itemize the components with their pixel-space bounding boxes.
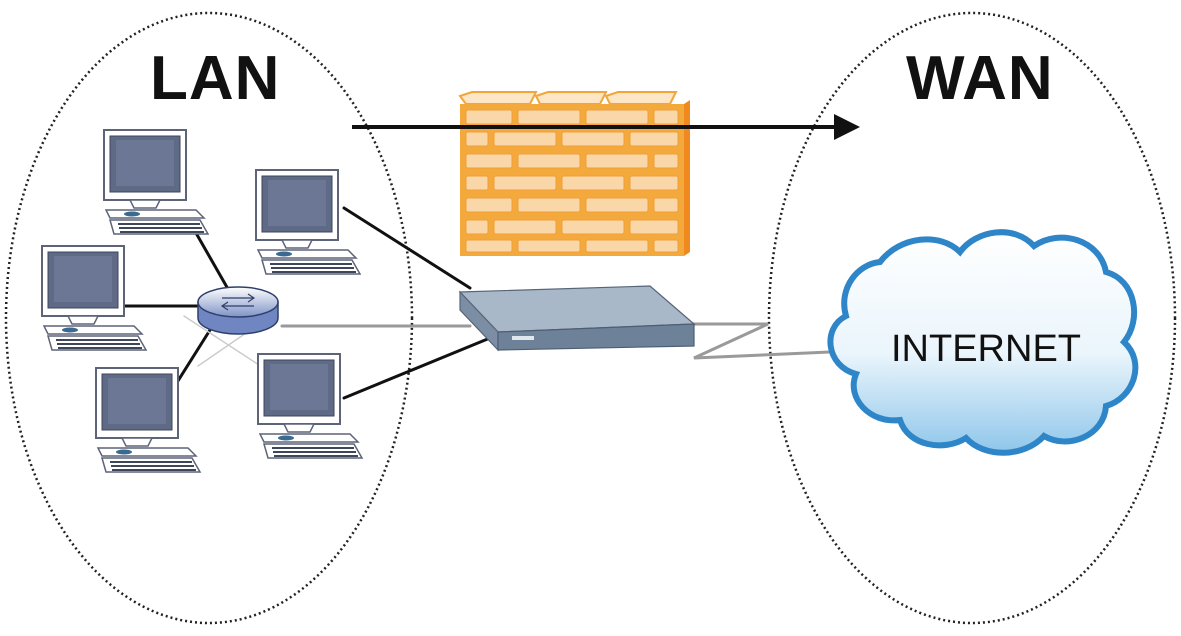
cloud-icon [827, 229, 1139, 456]
router-icon [458, 285, 696, 352]
link-pc5-router [342, 336, 492, 400]
lan-computer-3-icon [95, 367, 201, 473]
wan-zone-outline [767, 11, 1177, 625]
lan-computer-2-icon [41, 245, 147, 351]
link-pc4-router [342, 206, 472, 290]
link-router-internet [692, 322, 832, 360]
lan-zone-label: LAN [150, 44, 281, 113]
lan-zone-outline [4, 11, 414, 625]
traffic-direction-arrow [352, 114, 860, 140]
lan-computer-4-icon [255, 169, 361, 275]
lan-computer-5-icon [257, 353, 363, 459]
network-links [122, 206, 832, 400]
link-hub-pc1 [190, 224, 234, 298]
link-hub-pc3 [174, 328, 212, 386]
wan-zone-label: WAN [906, 44, 1054, 113]
internet-label: INTERNET [891, 328, 1081, 370]
hub-icon [197, 286, 279, 335]
lan-computer-1-icon [103, 129, 209, 235]
brick-firewall-icon [458, 91, 690, 256]
